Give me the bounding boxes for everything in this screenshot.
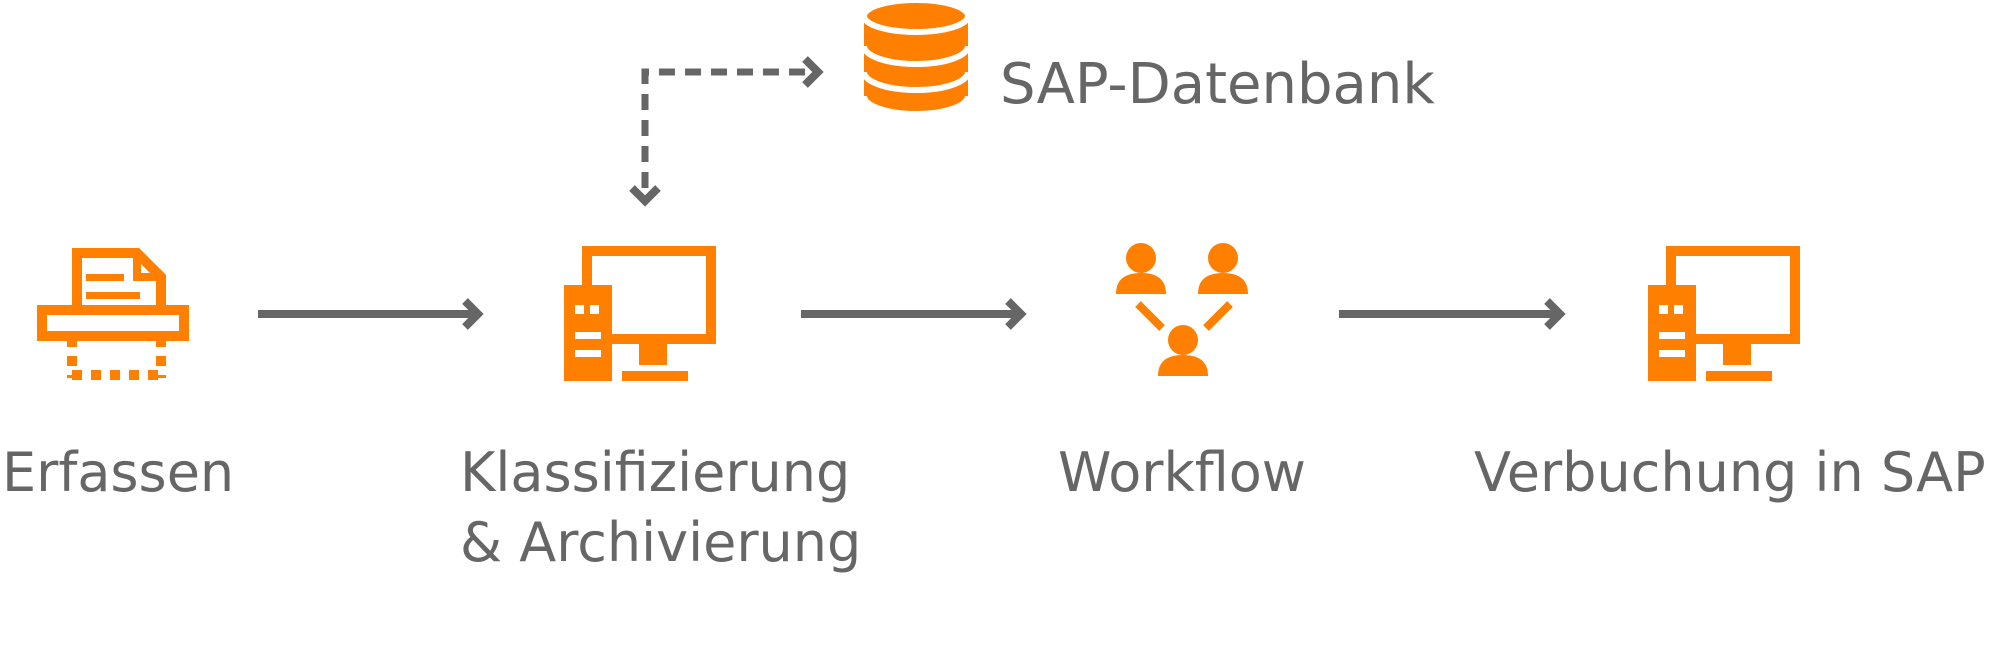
step-label-line: & Archivierung xyxy=(460,511,862,574)
step-label-line: Klassifizierung xyxy=(460,441,851,504)
step-label-verbuchung: Verbuchung in SAP xyxy=(1474,438,1986,508)
database-label: SAP-Datenbank xyxy=(1000,52,1435,117)
dashed-connector xyxy=(629,56,824,207)
step-label-line: Erfassen xyxy=(2,441,235,504)
arrow-3 xyxy=(1339,298,1566,330)
database-icon xyxy=(861,0,971,117)
step-label-line: Verbuchung in SAP xyxy=(1474,441,1986,504)
step-label-erfassen: Erfassen xyxy=(2,438,234,508)
computer-server-icon-1 xyxy=(564,246,716,381)
people-workflow-icon xyxy=(1116,243,1248,376)
computer-server-icon-2 xyxy=(1648,246,1800,381)
step-label-line: Workflow xyxy=(1058,441,1306,504)
arrow-1 xyxy=(258,298,484,330)
scanner-icon xyxy=(37,248,189,380)
step-label-klassifizierung: Klassifizierung & Archivierung xyxy=(460,438,861,578)
step-label-workflow: Workflow xyxy=(1058,438,1306,508)
arrow-2 xyxy=(801,298,1027,330)
